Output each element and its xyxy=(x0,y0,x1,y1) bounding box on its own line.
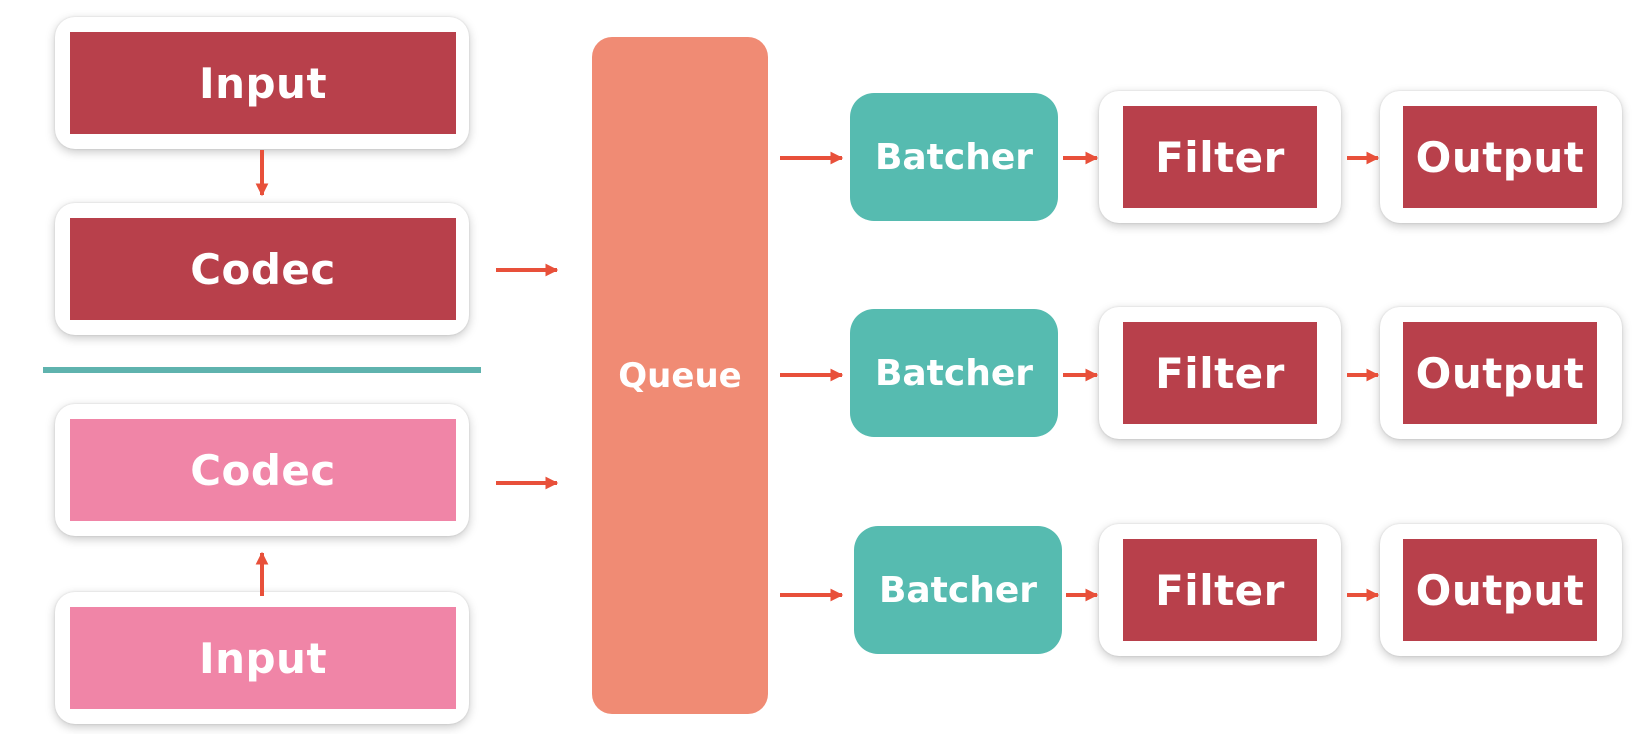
input-block-bottom: Input xyxy=(70,607,456,709)
output-label-1: Output xyxy=(1415,132,1585,182)
batcher-label-1: Batcher xyxy=(874,136,1034,178)
filter-label-1: Filter xyxy=(1155,132,1285,182)
batcher-block-2: Batcher xyxy=(850,309,1058,437)
input-block-top-label: Input xyxy=(198,58,328,108)
divider-line xyxy=(43,367,481,373)
codec-block-top-label: Codec xyxy=(190,244,336,294)
input-block-bottom-label: Input xyxy=(198,633,328,683)
queue-label: Queue xyxy=(618,355,742,396)
filter-block-1: Filter xyxy=(1123,106,1317,208)
filter-label-3: Filter xyxy=(1155,565,1285,615)
output-block-2: Output xyxy=(1403,322,1597,424)
filter-block-2: Filter xyxy=(1123,322,1317,424)
codec-block-bottom: Codec xyxy=(70,419,456,521)
batcher-block-1: Batcher xyxy=(850,93,1058,221)
output-label-3: Output xyxy=(1415,565,1585,615)
filter-label-2: Filter xyxy=(1155,348,1285,398)
queue-block: Queue xyxy=(592,37,768,714)
codec-block-bottom-label: Codec xyxy=(190,445,336,495)
output-block-3: Output xyxy=(1403,539,1597,641)
filter-block-3: Filter xyxy=(1123,539,1317,641)
output-block-1: Output xyxy=(1403,106,1597,208)
batcher-block-3: Batcher xyxy=(854,526,1062,654)
input-block-top: Input xyxy=(70,32,456,134)
batcher-label-3: Batcher xyxy=(878,569,1038,611)
batcher-label-2: Batcher xyxy=(874,352,1034,394)
codec-block-top: Codec xyxy=(70,218,456,320)
output-label-2: Output xyxy=(1415,348,1585,398)
